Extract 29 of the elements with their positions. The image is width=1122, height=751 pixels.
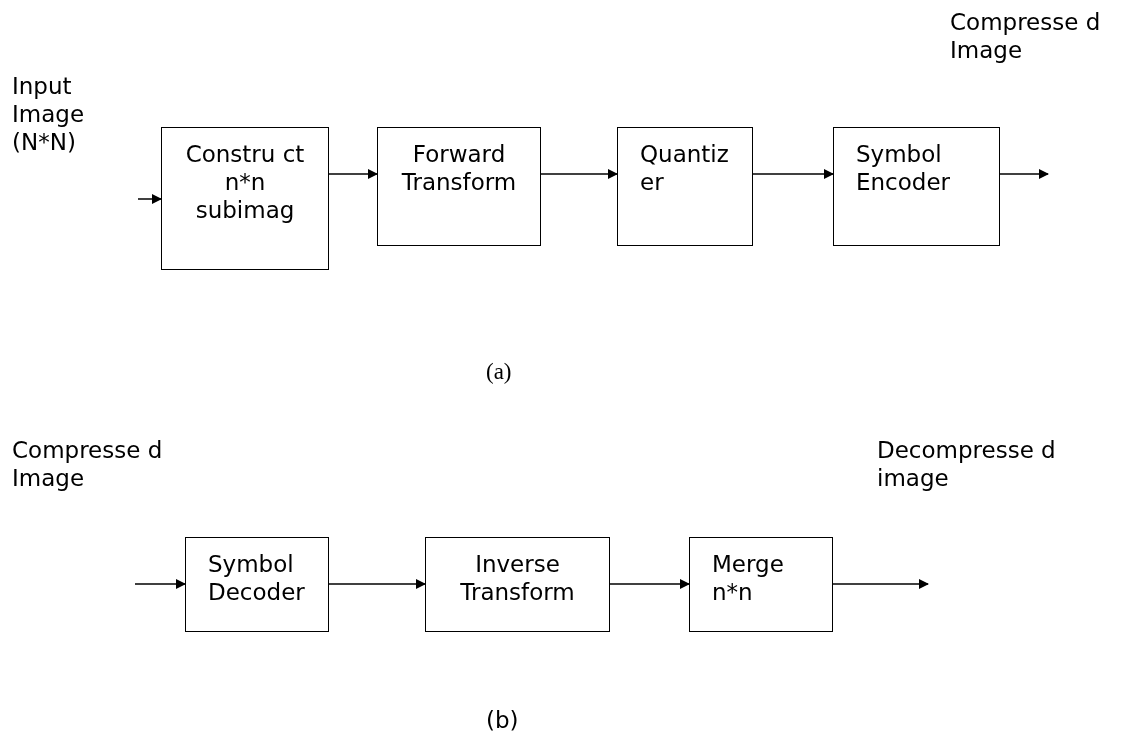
arrow <box>328 579 426 589</box>
box-label: Merge n*n <box>712 550 785 606</box>
arrow <box>540 169 618 179</box>
process-box <box>425 537 610 632</box>
box-label: Quantiz er <box>640 140 730 196</box>
arrow <box>328 169 378 179</box>
process-box <box>833 127 1000 246</box>
text-label: Input Image (N*N) <box>12 72 86 156</box>
process-box <box>689 537 833 632</box>
box-label: Forward Transform <box>400 140 518 196</box>
arrow <box>999 169 1049 179</box>
box-label: Constru ct n*n subimag <box>184 140 306 224</box>
box-label: Symbol Decoder <box>208 550 306 606</box>
process-box <box>185 537 329 632</box>
arrow <box>752 169 834 179</box>
text-label: Compresse d Image <box>950 8 1102 64</box>
box-label: Symbol Encoder <box>856 140 952 196</box>
arrow <box>609 579 690 589</box>
arrow <box>832 579 929 589</box>
box-label: Inverse Transform <box>459 550 576 606</box>
process-box <box>161 127 329 270</box>
process-box <box>617 127 753 246</box>
process-box <box>377 127 541 246</box>
text-label: (b) <box>486 706 519 734</box>
arrow <box>137 194 162 204</box>
text-label: Compresse d Image <box>12 436 164 492</box>
text-label: Decompresse d image <box>877 436 1057 492</box>
arrow <box>134 579 186 589</box>
caption-label: (a) <box>486 358 512 386</box>
